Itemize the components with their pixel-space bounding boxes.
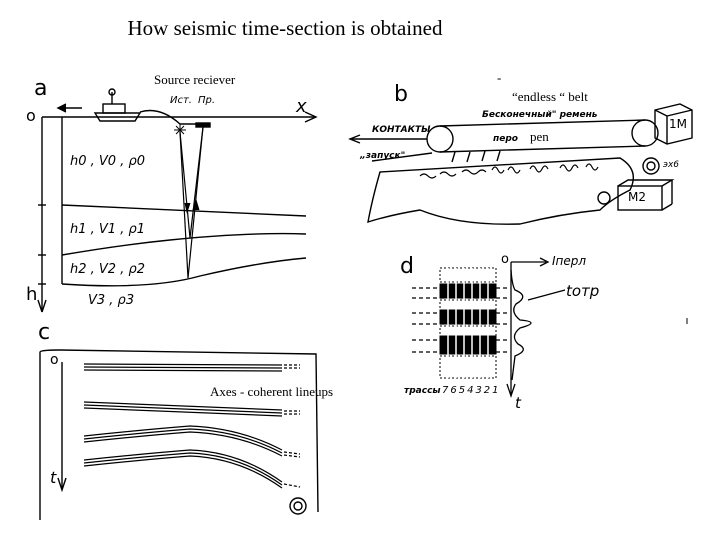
panel-a-origin: o (26, 106, 36, 125)
belt-roller-right (631, 119, 659, 147)
boundary-2 (61, 232, 307, 256)
lineups (83, 363, 283, 489)
panel-c (39, 349, 319, 520)
trace-numbers: 7654321 (442, 385, 501, 396)
time-axis-arrow (57, 477, 67, 493)
motor-2-box (617, 185, 663, 211)
paper-roll-core (646, 161, 656, 171)
receiver-label: Пр. (198, 95, 216, 106)
current-label: Iперл (552, 254, 587, 268)
section-roll (289, 497, 307, 515)
ray-arrow-2 (192, 198, 200, 211)
page-title: How seismic time-section is obtained (127, 16, 443, 40)
belt-bottom (439, 145, 646, 153)
paper-sheet (367, 157, 634, 225)
layer-0-label: h0 , V0 , ρ0 (70, 154, 145, 169)
source-label: Ист. (170, 95, 192, 106)
axes-lineups-label: Axes - coherent lineups (210, 384, 334, 399)
x-axis-arrow (304, 111, 318, 123)
motor-1-box (654, 103, 693, 145)
layer-1-label: h1 , V1 , ρ1 (70, 222, 145, 237)
panel-d-origin: o (501, 252, 509, 267)
panel-a (37, 88, 318, 313)
current-axis-arrow (539, 257, 550, 267)
source-receiver-label: Source reciever (154, 72, 236, 87)
endless-belt-label: “endless “ belt (512, 89, 588, 104)
direction-arrowhead (56, 103, 67, 113)
exb-label: эх6 (663, 160, 679, 170)
paper-traces (419, 163, 599, 179)
motor-2-label: M2 (628, 190, 646, 204)
belt-top (439, 119, 646, 127)
streamer-cable (139, 109, 210, 125)
paper-roller (597, 191, 611, 205)
panel-c-letter: c (38, 320, 51, 345)
pen-ru-label: перо (493, 134, 518, 144)
trace-grid (439, 267, 497, 379)
panel-c-time-label: t (50, 468, 57, 487)
launch-label: „запуск" (360, 151, 406, 161)
x-axis-label: x (296, 96, 307, 117)
traces-label: трассы (404, 386, 441, 396)
pen-label: pen (530, 129, 549, 144)
contacts-label: КОНТАКТЫ (372, 125, 431, 135)
depth-arrowhead (37, 299, 47, 313)
motor-1-label: 1M (669, 117, 687, 131)
belt-roller-left (426, 125, 454, 153)
ship-cabin (102, 103, 126, 114)
paper-roll (642, 157, 660, 175)
pens (451, 150, 501, 163)
receiver (195, 122, 211, 128)
ray-paths (179, 126, 204, 279)
ray-arrow-1 (184, 202, 191, 214)
panel-a-letter: a (34, 76, 48, 101)
panel-d-letter: d (400, 254, 414, 279)
panel-c-origin: o (50, 352, 59, 368)
contacts-arrow (348, 134, 361, 144)
belt-label: Бесконечный" ремень (482, 110, 598, 120)
ship-top (108, 88, 116, 96)
panel-b-letter: b (394, 82, 408, 107)
pulse-waveform (510, 269, 532, 381)
t-reflection-label: tотр (566, 282, 600, 300)
dash-mark: - (497, 70, 502, 85)
launch-line (371, 152, 433, 162)
section-frame (39, 349, 319, 520)
boundary-3 (61, 257, 307, 287)
panel-b (348, 103, 693, 225)
layer-2-label: h2 , V2 , ρ2 (70, 262, 145, 277)
panel-d-time-label: t (515, 394, 521, 412)
depth-axis-label: h (26, 284, 38, 305)
lineup-dashes (283, 364, 301, 488)
boundary-1 (61, 204, 307, 217)
t-reflection-pointer (527, 289, 566, 301)
layer-3-label: V3 , ρ3 (88, 293, 135, 308)
time-axis-arrow (506, 383, 516, 399)
